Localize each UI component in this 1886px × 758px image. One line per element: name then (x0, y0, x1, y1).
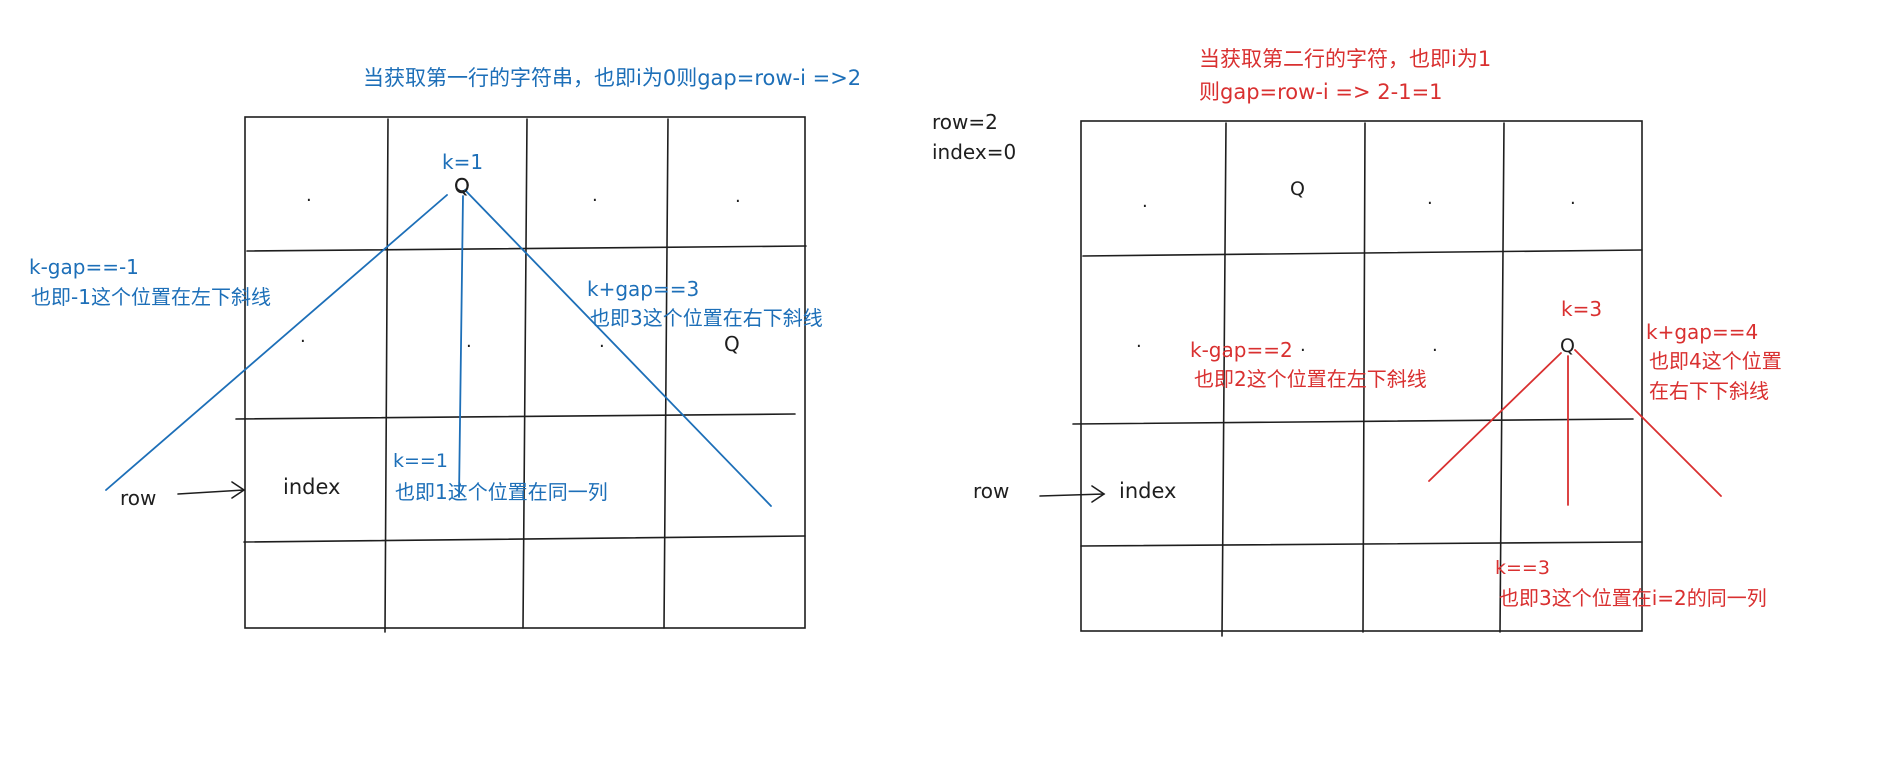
grid-dot: . (1432, 335, 1438, 356)
right-row-label: row (973, 479, 1010, 503)
right-grid-hline-3 (1080, 541, 1643, 547)
right-k-label: k=3 (1561, 297, 1603, 321)
right-grid-vline-3 (1499, 122, 1505, 633)
row-value: row=2 (932, 110, 998, 134)
left-grid-vline-3 (663, 118, 669, 629)
right-row-arrow (1039, 485, 1106, 503)
right-diagonal-expr: k+gap==3 (587, 277, 700, 301)
grid-dot: . (1570, 188, 1576, 209)
column-note: 也即1这个位置在同一列 (395, 480, 608, 504)
left-grid-border (244, 116, 806, 629)
right-panel-title-line1: 当获取第二行的字符，也即i为1 (1199, 47, 1492, 71)
left-queen-top-mark (455, 178, 469, 192)
grid-dot: . (1136, 331, 1142, 352)
left-diagonal-note: 也即-1这个位置在左下斜线 (31, 285, 271, 309)
grid-dot: . (735, 186, 741, 207)
left-queen-top: Q (454, 174, 470, 198)
red-column-note: 也即3这个位置在i=2的同一列 (1499, 586, 1767, 610)
left-grid-hline-1 (246, 245, 807, 252)
grid-dot: . (599, 331, 605, 352)
left-column-line (458, 195, 464, 498)
red-left-diagonal-note: 也即2这个位置在左下斜线 (1194, 367, 1427, 391)
grid-dot: . (592, 185, 598, 206)
red-right-diagonal-note-2: 在右下下斜线 (1649, 379, 1769, 403)
left-grid-hline-3 (243, 535, 806, 543)
grid-dot: . (300, 326, 306, 347)
right-panel-title-line2: 则gap=row-i => 2-1=1 (1199, 80, 1443, 104)
grid-dot: . (466, 331, 472, 352)
right-grid-vline-1 (1221, 122, 1227, 637)
index-value: index=0 (932, 140, 1017, 164)
left-index-label: index (283, 475, 341, 499)
grid-dot: . (1427, 188, 1433, 209)
right-grid-border (1080, 120, 1643, 632)
column-expr: k==1 (393, 450, 448, 472)
left-grid-vline-2 (522, 118, 528, 629)
left-grid-hline-2 (235, 413, 796, 420)
left-k-label: k=1 (442, 150, 484, 174)
left-diagonal-line (105, 194, 448, 491)
grid-dot: . (306, 185, 312, 206)
right-queen-top: Q (1290, 178, 1305, 200)
left-panel-title: 当获取第一行的字符串，也即i为0则gap=row-i =>2 (363, 66, 862, 90)
right-diagonal-note: 也即3这个位置在右下斜线 (590, 306, 823, 330)
right-diagonal-line (464, 189, 772, 507)
right-index-label: index (1119, 479, 1177, 503)
right-grid-hline-2 (1072, 418, 1634, 425)
grid-dot: . (1142, 191, 1148, 212)
right-grid-vline-2 (1362, 122, 1366, 633)
left-row-label: row (120, 486, 157, 510)
red-left-diagonal-expr: k-gap==2 (1190, 338, 1293, 362)
left-row-arrow (177, 481, 246, 499)
red-right-diagonal-note-1: 也即4这个位置 (1649, 349, 1782, 373)
right-grid-hline-1 (1082, 249, 1643, 257)
left-grid-vline-1 (384, 118, 389, 633)
grid-dot: . (1300, 335, 1306, 356)
red-column-expr: k==3 (1495, 557, 1550, 579)
red-right-diagonal-line (1574, 349, 1722, 497)
left-diagonal-expr: k-gap==-1 (29, 255, 139, 279)
red-left-diagonal-line (1428, 352, 1562, 482)
left-queen-right: Q (724, 332, 740, 356)
red-right-diagonal-expr: k+gap==4 (1646, 320, 1759, 344)
right-queen-lower: Q (1560, 335, 1575, 357)
